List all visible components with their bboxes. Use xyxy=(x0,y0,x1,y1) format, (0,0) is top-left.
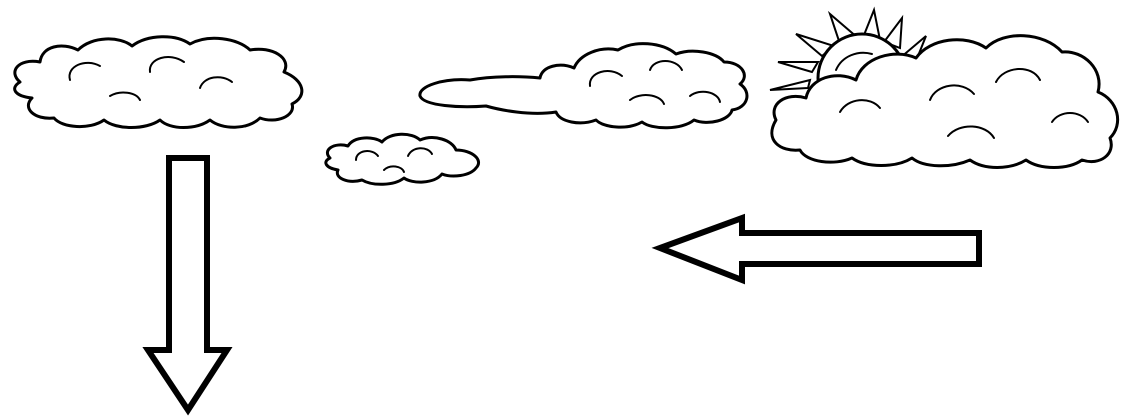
cloud-long-icon xyxy=(420,44,747,128)
cloud-small-icon xyxy=(326,134,479,184)
sun-behind-cloud-icon xyxy=(770,10,1118,168)
down-arrow-icon xyxy=(148,158,227,410)
cloud-left-icon xyxy=(15,37,302,128)
left-arrow-icon xyxy=(660,218,979,280)
